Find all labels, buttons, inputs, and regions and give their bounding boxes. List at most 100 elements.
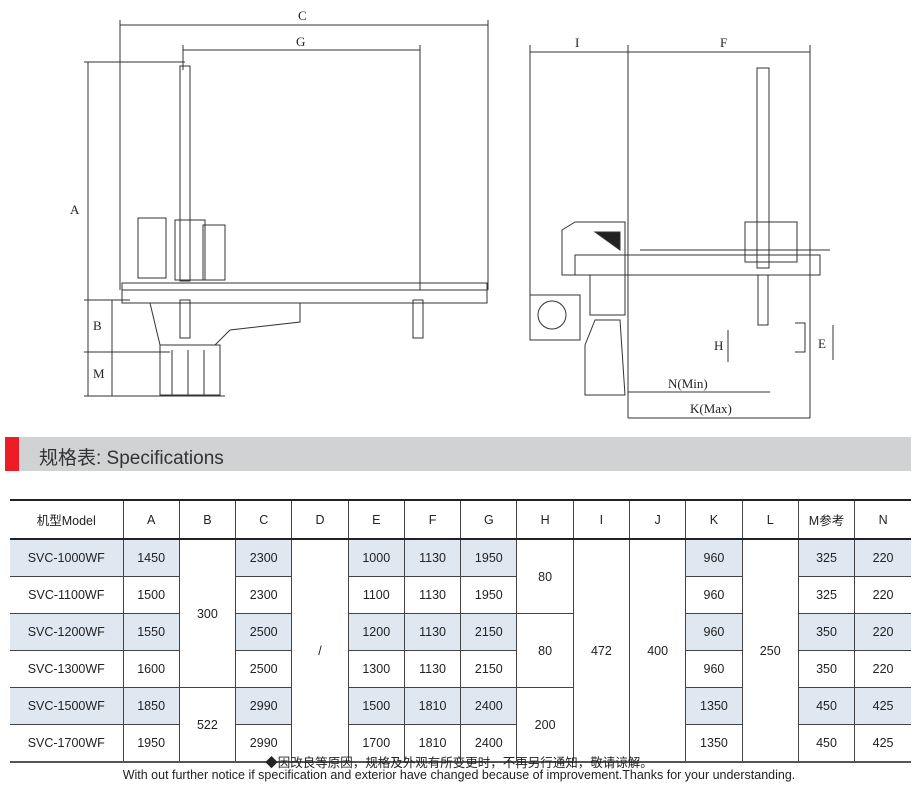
cell-f: 1130 xyxy=(403,650,461,688)
cell-n: 220 xyxy=(854,650,911,688)
cell-f: 1130 xyxy=(403,538,461,577)
cell-n: 220 xyxy=(854,613,911,651)
cell-m: 325 xyxy=(797,538,855,577)
dim-label-h: H xyxy=(714,338,723,353)
merged-cell-d: / xyxy=(291,538,349,762)
cell-f: 1810 xyxy=(403,724,461,762)
col-header: J xyxy=(629,500,686,540)
cell-m: 450 xyxy=(797,687,855,725)
cell-n: 425 xyxy=(854,687,911,725)
merged-cell-l: 250 xyxy=(741,538,799,762)
col-header: L xyxy=(741,500,799,540)
dim-label-i: I xyxy=(575,35,579,50)
col-header: B xyxy=(178,500,236,540)
cell-k: 960 xyxy=(685,538,743,577)
col-header: F xyxy=(403,500,461,540)
dim-label-f: F xyxy=(720,35,727,50)
cell-k: 960 xyxy=(685,613,743,651)
dim-label-n: N(Min) xyxy=(668,376,708,391)
merged-cell-h: 80 xyxy=(516,613,574,688)
cell-c: 2990 xyxy=(235,687,292,725)
merged-cell-h: 80 xyxy=(516,538,574,614)
cell-a: 1950 xyxy=(122,724,180,762)
col-header: I xyxy=(572,500,630,540)
cell-a: 1450 xyxy=(122,538,180,577)
technical-drawing: C G A B M I F H E N(Min) K(Max) xyxy=(70,8,834,419)
cell-f: 1130 xyxy=(403,576,461,614)
section-header: 规格表: Specifications xyxy=(5,437,911,471)
model-cell: SVC-1700WF xyxy=(10,724,123,762)
note-english: With out further notice if specification… xyxy=(122,768,796,782)
cell-n: 220 xyxy=(854,538,911,577)
col-header: A xyxy=(122,500,180,540)
dim-label-g: G xyxy=(296,34,305,49)
cell-a: 1850 xyxy=(122,687,180,725)
accent-bar xyxy=(5,437,19,471)
merged-cell-i: 472 xyxy=(572,538,630,762)
cell-e: 1000 xyxy=(347,538,405,577)
merged-cell-b: 300 xyxy=(178,538,236,688)
col-header: 机型Model xyxy=(10,500,123,540)
cell-g: 2150 xyxy=(460,613,517,651)
dim-label-a: A xyxy=(70,202,80,217)
note-chinese: ◆因改良等原因，规格及外观有所变更时，不再另行通知，敬请谅解。 xyxy=(265,756,653,770)
cell-g: 2400 xyxy=(460,687,517,725)
cell-c: 2300 xyxy=(235,538,292,577)
merged-cell-h: 200 xyxy=(516,687,574,762)
col-header: K xyxy=(685,500,743,540)
cell-m: 350 xyxy=(797,613,855,651)
cell-c: 2500 xyxy=(235,613,292,651)
dim-label-m: M xyxy=(93,366,105,381)
dim-label-c: C xyxy=(298,8,307,23)
merged-cell-j: 400 xyxy=(629,538,686,762)
dim-label-b: B xyxy=(93,318,102,333)
cell-k: 1350 xyxy=(685,687,743,725)
col-header: M参考 xyxy=(797,500,855,540)
cell-e: 1500 xyxy=(347,687,405,725)
dim-label-e: E xyxy=(818,336,826,351)
col-header: G xyxy=(460,500,517,540)
model-cell: SVC-1500WF xyxy=(10,687,123,725)
merged-cell-b: 522 xyxy=(178,687,236,762)
cell-g: 1950 xyxy=(460,538,517,577)
cell-n: 220 xyxy=(854,576,911,614)
cell-m: 450 xyxy=(797,724,855,762)
cell-a: 1550 xyxy=(122,613,180,651)
cell-a: 1600 xyxy=(122,650,180,688)
section-title: 规格表: Specifications xyxy=(39,448,224,469)
cell-k: 1350 xyxy=(685,724,743,762)
cell-c: 2300 xyxy=(235,576,292,614)
cell-k: 960 xyxy=(685,576,743,614)
cell-f: 1810 xyxy=(403,687,461,725)
cell-m: 350 xyxy=(797,650,855,688)
cell-c: 2500 xyxy=(235,650,292,688)
col-header: E xyxy=(347,500,405,540)
model-cell: SVC-1300WF xyxy=(10,650,123,688)
cell-n: 425 xyxy=(854,724,911,762)
model-cell: SVC-1200WF xyxy=(10,613,123,651)
col-header: N xyxy=(854,500,911,540)
dim-label-k: K(Max) xyxy=(690,401,732,416)
col-header: D xyxy=(291,500,349,540)
cell-k: 960 xyxy=(685,650,743,688)
cell-f: 1130 xyxy=(403,613,461,651)
cell-g: 2150 xyxy=(460,650,517,688)
model-cell: SVC-1100WF xyxy=(10,576,123,614)
table-header-row: 机型Model A B C D E F G H I J K L M参考 N xyxy=(10,500,911,540)
cell-a: 1500 xyxy=(122,576,180,614)
col-header: C xyxy=(235,500,292,540)
cell-g: 2400 xyxy=(460,724,517,762)
specifications-table: 机型Model A B C D E F G H I J K L M参考 N SV… xyxy=(10,499,911,763)
cell-e: 1100 xyxy=(347,576,405,614)
cell-m: 325 xyxy=(797,576,855,614)
cell-c: 2990 xyxy=(235,724,292,762)
cell-e: 1700 xyxy=(347,724,405,762)
col-header: H xyxy=(516,500,574,540)
cell-e: 1300 xyxy=(347,650,405,688)
